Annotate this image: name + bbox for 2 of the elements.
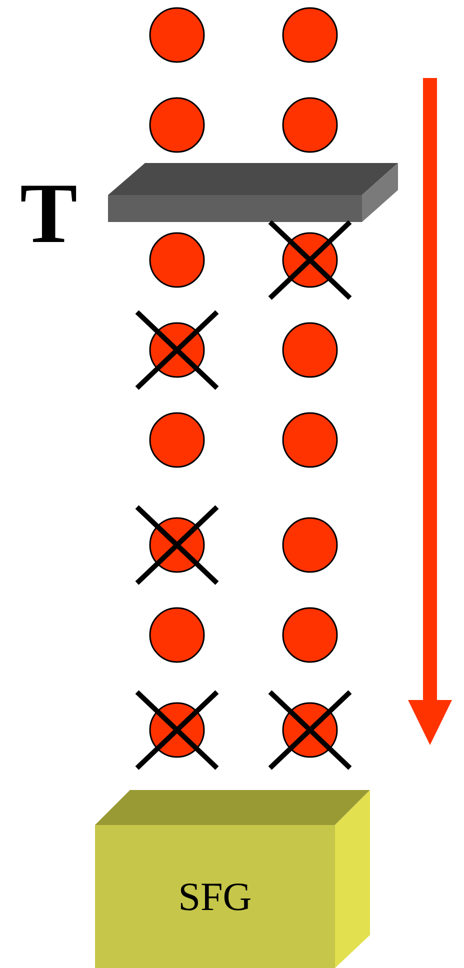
box-label: SFG	[177, 875, 253, 919]
plate-label: T	[20, 170, 78, 256]
